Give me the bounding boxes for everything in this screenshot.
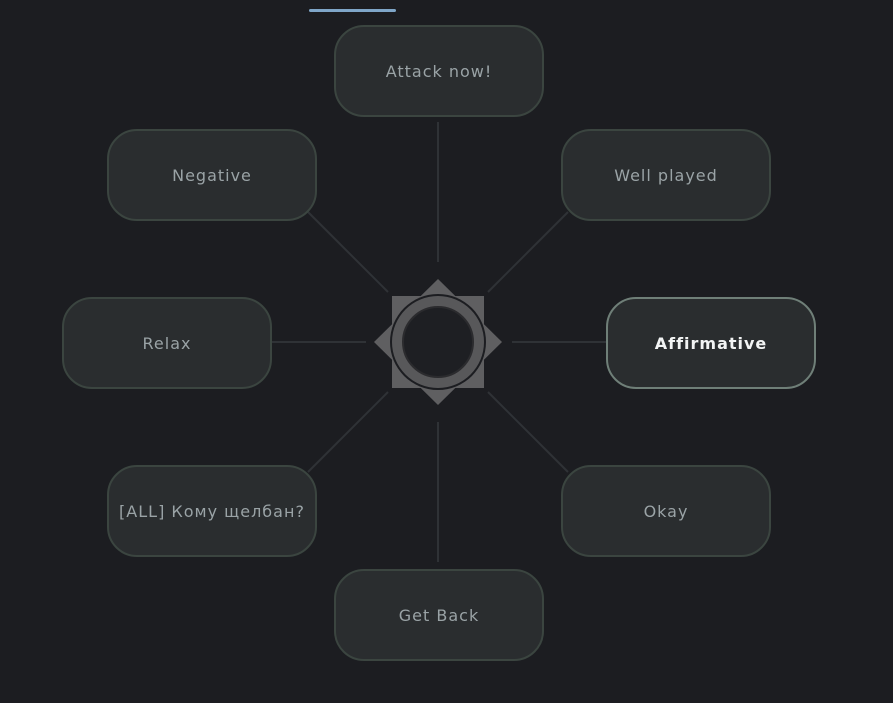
- option-label: Attack now!: [385, 61, 493, 81]
- chat-option-affirmative[interactable]: Affirmative: [606, 297, 816, 389]
- chat-option-get-back[interactable]: Get Back: [334, 569, 544, 661]
- chat-option-all-kому-щелбан[interactable]: [ALL] Кому щелбан?: [107, 465, 317, 557]
- option-label: Affirmative: [654, 333, 768, 353]
- option-label: [ALL] Кому щелбан?: [119, 501, 305, 521]
- option-label: Well played: [614, 165, 718, 185]
- chat-option-attack-now[interactable]: Attack now!: [334, 25, 544, 117]
- connector-line: [307, 391, 389, 473]
- option-label: Negative: [172, 165, 252, 185]
- chat-option-okay[interactable]: Okay: [561, 465, 771, 557]
- option-label: Relax: [142, 333, 192, 353]
- connector-line: [307, 211, 389, 293]
- chat-option-negative[interactable]: Negative: [107, 129, 317, 221]
- option-label: Get Back: [398, 605, 480, 625]
- option-label: Okay: [643, 501, 689, 521]
- connector-line: [487, 211, 569, 293]
- wheel-center-icon: [374, 279, 502, 405]
- chat-option-relax[interactable]: Relax: [62, 297, 272, 389]
- connector-line: [487, 391, 569, 473]
- active-tab-indicator: [309, 9, 396, 12]
- chat-option-well-played[interactable]: Well played: [561, 129, 771, 221]
